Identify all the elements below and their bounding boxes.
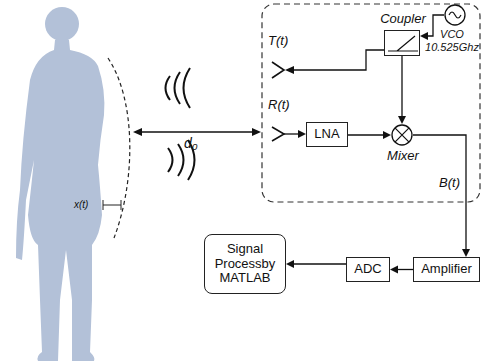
rx-feed-wire-part — [298, 130, 306, 138]
arrowhead — [398, 116, 406, 124]
sine-glyph — [449, 12, 461, 18]
signal-arrow — [348, 131, 391, 139]
signal-name: R(t) — [268, 98, 290, 113]
signal-arrow — [398, 56, 406, 124]
distance-arrow-part — [252, 128, 261, 136]
signal-name: T(t) — [268, 34, 288, 49]
distance-arrow-part — [133, 128, 142, 136]
reflected-waves-part — [168, 148, 173, 172]
transmitted-waves-part — [184, 68, 191, 108]
connector-line — [396, 269, 413, 270]
rx-feed-wire-part — [284, 133, 299, 134]
transmitted-waves — [166, 68, 191, 108]
box-label: Signal Processby MATLAB — [211, 242, 279, 287]
radar-module-boundary — [262, 4, 480, 202]
tx-feed-wire-part — [285, 66, 294, 74]
process-box: Amplifier — [413, 257, 480, 282]
distance-arrow-part — [140, 131, 254, 132]
process-box: Signal Processby MATLAB — [204, 234, 286, 294]
component-label: Coupler — [375, 12, 431, 27]
distance-label: d₀ — [184, 135, 198, 151]
signal-name: B(t) — [439, 176, 460, 191]
cross-glyph — [395, 128, 409, 142]
vco-source: VCO 10.525Ghz — [444, 4, 466, 26]
displacement-marker — [103, 200, 121, 210]
signal-arrow — [390, 266, 413, 274]
rx-antenna — [272, 127, 284, 141]
process-box: ADC — [346, 257, 390, 282]
transmitted-waves-part — [166, 76, 171, 100]
rx-feed-wire — [284, 130, 306, 138]
tx-feed-wire — [285, 50, 384, 74]
component-label: Mixer — [381, 149, 425, 164]
arrowhead — [462, 249, 470, 257]
chest-motion-curve — [108, 58, 130, 238]
human-silhouette-part — [16, 40, 104, 361]
rx-antenna-part — [272, 127, 284, 141]
coupler-symbol — [385, 31, 421, 57]
arrowhead — [420, 32, 428, 40]
connector-line — [401, 56, 402, 118]
displacement-marker-part — [103, 205, 121, 206]
sine-symbol — [444, 4, 466, 26]
box-label: ADC — [354, 262, 381, 277]
connector-line — [292, 263, 346, 264]
human-silhouette — [16, 7, 104, 361]
process-box: LNA — [306, 122, 348, 147]
reflected-waves-part — [178, 144, 184, 176]
displacement-label: x(t) — [74, 199, 88, 211]
coupler-block: Coupler — [384, 30, 420, 56]
mixer-symbol: Mixer — [391, 124, 413, 146]
signal-arrow — [286, 260, 346, 268]
tx-feed-wire-part — [292, 50, 384, 70]
coupler-glyph — [388, 36, 418, 51]
arrowhead — [383, 131, 391, 139]
circle-outline — [445, 5, 465, 25]
distance-arrow — [133, 128, 261, 136]
box-label: LNA — [314, 127, 339, 142]
connector-line — [348, 134, 385, 135]
human-silhouette-part — [45, 7, 79, 41]
displacement-marker-part — [121, 200, 122, 210]
arrowhead — [286, 260, 294, 268]
x-symbol — [391, 124, 413, 146]
connector-line — [413, 135, 466, 251]
component-label: VCO 10.525Ghz — [423, 28, 481, 53]
signal-arrow — [413, 135, 470, 257]
tx-antenna — [272, 62, 284, 78]
box-label: Amplifier — [421, 262, 472, 277]
tx-antenna-part — [272, 62, 284, 78]
displacement-marker-part — [103, 200, 104, 210]
transmitted-waves-part — [175, 72, 181, 104]
arrowhead — [390, 266, 398, 274]
circle-outline — [392, 125, 412, 145]
